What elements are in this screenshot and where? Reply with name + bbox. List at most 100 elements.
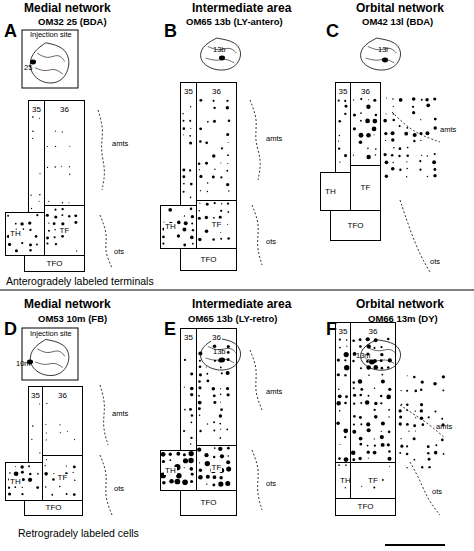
label-dot — [20, 222, 23, 225]
brain-sulcus — [206, 358, 235, 363]
label-dot — [69, 146, 70, 147]
label-dot — [213, 107, 215, 109]
label-dot — [226, 460, 230, 464]
label-dot — [359, 394, 362, 397]
label-dot — [414, 390, 417, 393]
label-dot — [45, 465, 46, 466]
label-dot — [227, 224, 228, 225]
label-dot — [46, 459, 47, 460]
label-dot — [220, 162, 221, 163]
label-dot — [214, 360, 216, 362]
label-dot — [389, 466, 390, 467]
label-dot — [352, 458, 355, 461]
label-dot — [380, 346, 382, 348]
label-dot — [191, 414, 193, 416]
label-dot — [183, 183, 185, 185]
brain-outline — [30, 43, 69, 83]
inset-frame — [22, 328, 78, 380]
label-dot — [189, 135, 191, 137]
label-dot — [190, 467, 194, 471]
label-dot — [30, 194, 31, 195]
label-dot — [442, 389, 444, 391]
area-box: 36 — [196, 82, 237, 201]
label-dot — [61, 208, 63, 210]
label-dot — [46, 214, 49, 217]
label-dot — [7, 215, 9, 217]
label-dot — [406, 176, 407, 177]
label-dot — [199, 360, 201, 362]
label-dot — [29, 243, 32, 246]
label-dot — [220, 454, 224, 458]
label-dot — [227, 154, 229, 156]
label-dot — [219, 437, 221, 439]
label-dot — [427, 445, 430, 448]
sulcus-line — [100, 455, 112, 515]
label-dot — [399, 125, 401, 127]
label-dot — [427, 155, 429, 157]
label-dot — [182, 168, 185, 171]
label-dot — [361, 486, 362, 487]
label-dot — [344, 100, 346, 102]
area-label: 36 — [211, 88, 222, 96]
label-dot — [205, 162, 208, 165]
label-dot — [47, 146, 48, 147]
label-dot — [426, 103, 430, 107]
label-dot — [205, 461, 210, 466]
label-dot — [433, 168, 436, 171]
label-dot — [36, 214, 38, 216]
label-dot — [360, 388, 363, 391]
label-dot — [380, 359, 383, 362]
label-dot — [344, 365, 349, 370]
label-dot — [188, 458, 193, 463]
label-dot — [385, 140, 386, 141]
label-dot — [190, 106, 191, 107]
small-label: amts — [266, 135, 282, 143]
label-dot — [189, 408, 192, 411]
label-dot — [434, 118, 437, 121]
label-dot — [22, 487, 23, 488]
label-dot — [213, 456, 215, 458]
label-dot — [227, 203, 229, 205]
label-dot — [351, 450, 356, 455]
small-label: Injection site — [30, 31, 72, 39]
label-dot — [206, 380, 209, 383]
label-dot — [220, 232, 221, 233]
label-dot — [353, 113, 356, 116]
label-dot — [345, 105, 348, 108]
area-box: TF — [196, 200, 237, 249]
label-dot — [31, 439, 32, 440]
label-dot — [197, 448, 201, 452]
label-dot — [189, 451, 194, 456]
label-dot — [220, 388, 221, 389]
label-dot — [344, 113, 346, 115]
label-dot — [336, 421, 339, 424]
label-dot — [182, 479, 188, 485]
area-label: TF — [360, 184, 372, 192]
brain-outline — [30, 339, 69, 375]
label-dot — [388, 409, 390, 411]
label-dot — [434, 411, 436, 413]
area-box: 35 — [180, 82, 197, 206]
label-dot — [168, 208, 172, 212]
label-dot — [68, 202, 69, 203]
label-dot — [76, 250, 77, 251]
label-dot — [190, 437, 192, 439]
label-dot — [374, 338, 378, 342]
injection-site — [219, 56, 225, 61]
label-dot — [169, 479, 174, 484]
injection-site — [382, 58, 388, 63]
label-dot — [199, 175, 202, 178]
label-dot — [383, 119, 387, 123]
area-label: 36 — [368, 328, 379, 336]
label-dot — [214, 447, 216, 449]
label-dot — [161, 452, 166, 457]
label-dot — [15, 223, 17, 225]
label-dot — [162, 242, 164, 244]
label-dot — [22, 478, 25, 481]
label-dot — [227, 211, 229, 213]
label-dot — [384, 132, 387, 135]
label-dot — [198, 352, 202, 356]
label-dot — [399, 147, 402, 150]
label-dot — [372, 127, 377, 132]
sulcus-line — [392, 112, 440, 142]
